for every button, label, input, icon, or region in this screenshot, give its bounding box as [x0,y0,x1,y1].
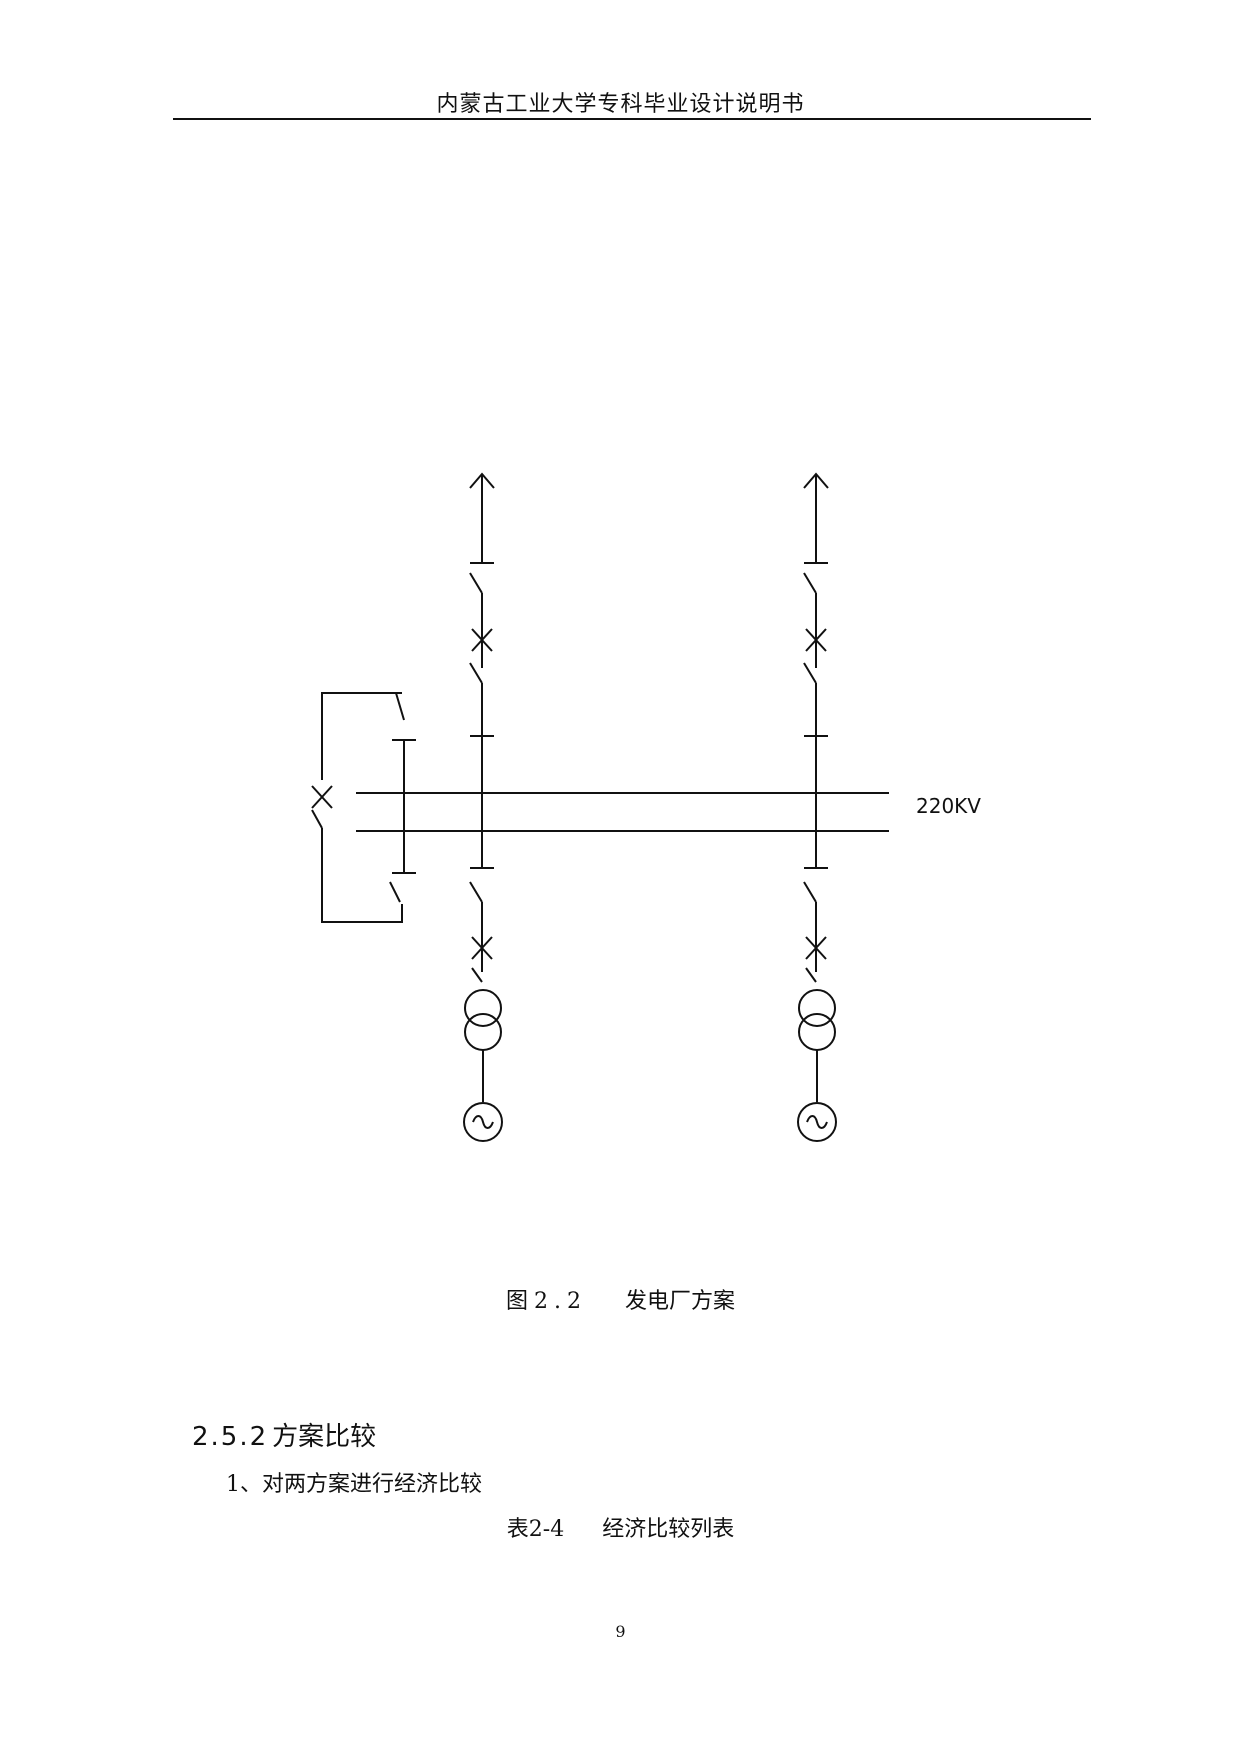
line-segment [805,967,817,983]
bus-coupler [311,692,416,923]
table-title: 经济比较列表 [602,1517,735,1542]
table-caption: 表2-4 经济比较列表 [0,1511,1241,1543]
breaker-x-icon [311,785,333,809]
figure-number: 图2.2 [505,1289,587,1314]
line-segment [471,967,483,983]
disconnector-blade [389,881,401,903]
page-header: 内蒙古工业大学专科毕业设计说明书 [436,92,805,117]
disconnector-blade [469,662,483,684]
page-number: 9 [615,1622,626,1641]
coupler-loop [321,828,403,923]
transformer-winding-icon [464,1013,502,1051]
transformer-winding-icon [798,989,836,1027]
generator-branch-right [797,867,837,1142]
generator-icon [797,1102,837,1142]
transformer-winding-icon [798,1013,836,1051]
section-number: 2.5.2 [192,1422,269,1452]
coupler-loop [321,692,402,780]
figure-title: 发电厂方案 [624,1289,735,1314]
section-title: 方案比较 [272,1422,377,1452]
ac-wave-icon [806,1115,828,1129]
disconnector-blade [469,881,483,903]
outgoing-line-arrow-icon [803,472,829,563]
feeder-right [803,472,829,868]
bus-voltage-label: 220KV [916,794,981,818]
header-rule [173,118,1091,120]
disconnector-blade [395,692,405,721]
ac-wave-icon [472,1115,494,1129]
feeder-left [469,472,495,868]
body-paragraph: 1、对两方案进行经济比较 [226,1472,482,1497]
busbar [356,792,889,832]
transformer-winding-icon [464,989,502,1027]
disconnector-blade [803,572,817,594]
disconnector-blade [311,809,323,829]
generator-icon [463,1102,503,1142]
figure-caption: 图2.2 发电厂方案 [0,1283,1241,1315]
disconnector-blade [803,662,817,684]
generator-branch-left [463,867,503,1142]
disconnector-blade [469,572,483,594]
table-number: 表2-4 [506,1517,565,1542]
outgoing-line-arrow-icon [469,472,495,563]
disconnector-blade [803,881,817,903]
